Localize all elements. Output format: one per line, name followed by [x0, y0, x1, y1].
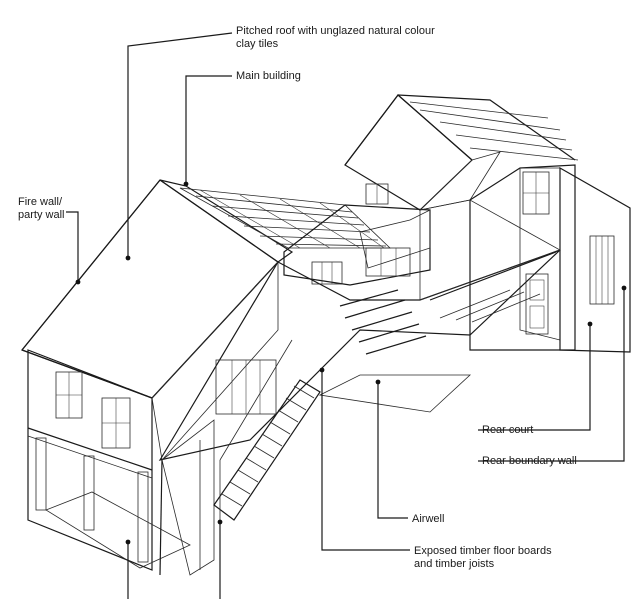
label-pitched-roof-line2: clay tiles [236, 38, 279, 50]
leader-lines [66, 32, 627, 599]
airwell-floor [318, 374, 472, 413]
five-foot-way [45, 491, 191, 569]
label-main-building-text: Main building [236, 70, 301, 82]
label-rear-boundary-wall: Rear boundary wall [482, 455, 577, 468]
timber-joists [339, 289, 541, 355]
label-timber-floor-line1: Exposed timber floor boards [414, 545, 552, 557]
middle-section [283, 204, 431, 286]
label-pitched-roof: Pitched roof with unglazed natural colou… [236, 25, 435, 51]
front-facade [27, 349, 153, 571]
label-airwell: Airwell [412, 513, 444, 526]
ground-floor-wall [151, 260, 279, 576]
rear-block [469, 164, 631, 353]
label-rear-boundary-wall-text: Rear boundary wall [482, 455, 577, 467]
label-pitched-roof-line1: Pitched roof with unglazed natural colou… [236, 25, 435, 37]
roof-rafters [179, 187, 391, 249]
label-timber-floor: Exposed timber floor boards and timber j… [414, 545, 552, 571]
label-timber-floor-line2: and timber joists [414, 558, 495, 570]
label-fire-wall-line2: party wall [18, 209, 65, 221]
label-main-building: Main building [236, 70, 301, 83]
label-airwell-text: Airwell [412, 513, 445, 525]
label-rear-court: Rear court [482, 424, 533, 437]
rear-roof [344, 94, 579, 211]
label-fire-wall: Fire wall/ party wall [18, 196, 64, 222]
upper-floor-boards [158, 199, 561, 461]
label-fire-wall-line1: Fire wall/ [18, 196, 63, 208]
label-rear-court-text: Rear court [482, 424, 534, 436]
staircase [213, 339, 321, 521]
